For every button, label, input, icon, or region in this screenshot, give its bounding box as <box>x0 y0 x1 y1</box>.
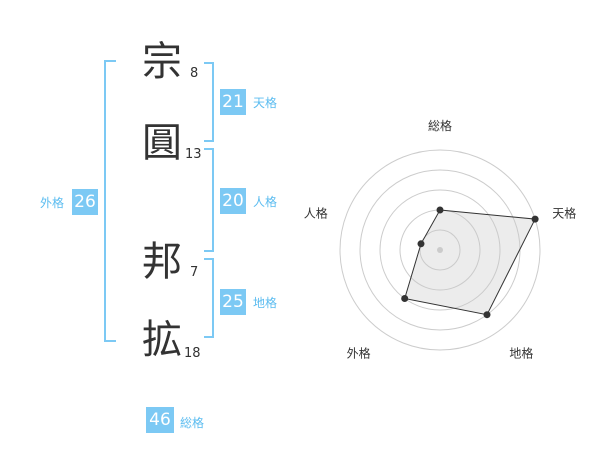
radar-axis-label-3: 地格 <box>509 346 533 361</box>
soukaku-label: 総格 <box>180 416 205 430</box>
radar-axis-label-1: 総格 <box>428 118 452 133</box>
stroke-count-2: 13 <box>185 147 202 162</box>
soukaku-badge: 46 <box>146 407 174 433</box>
gaikaku-bracket <box>104 60 116 342</box>
stroke-count-3: 7 <box>190 265 199 280</box>
jinkaku-badge: 20 <box>220 188 246 214</box>
jinkaku-bracket <box>204 148 214 252</box>
radar-axis-label-2: 天格 <box>552 206 576 221</box>
gaikaku-label: 外格 <box>40 196 65 210</box>
radar-ring <box>379 189 501 311</box>
chikaku-label: 地格 <box>253 296 278 310</box>
tenkaku-bracket <box>204 62 214 142</box>
tenkaku-badge: 21 <box>220 89 246 115</box>
radar-ring <box>339 149 541 351</box>
radar-axis-label-4: 外格 <box>347 346 371 361</box>
gaikaku-badge: 26 <box>72 189 98 215</box>
stroke-count-4: 18 <box>184 346 201 361</box>
radar-center <box>437 247 443 253</box>
radar-point-3 <box>483 311 491 319</box>
radar-point-1 <box>436 206 444 214</box>
chikaku-badge: 25 <box>220 289 246 315</box>
radar-axis-label-5: 人格 <box>304 206 328 221</box>
radar-ring <box>419 229 461 271</box>
name-char-1: 宗 <box>142 39 182 85</box>
radar-series-area <box>404 209 536 316</box>
stroke-count-1: 8 <box>190 66 199 81</box>
name-char-2: 圓 <box>142 120 182 166</box>
name-char-4: 拡 <box>142 317 182 363</box>
name-char-3: 邦 <box>142 239 182 285</box>
tenkaku-label: 天格 <box>253 96 278 110</box>
jinkaku-label: 人格 <box>253 195 278 209</box>
radar-point-2 <box>531 215 539 223</box>
chikaku-bracket <box>204 258 214 338</box>
radar-point-4 <box>401 295 409 302</box>
radar-point-5 <box>417 240 425 248</box>
